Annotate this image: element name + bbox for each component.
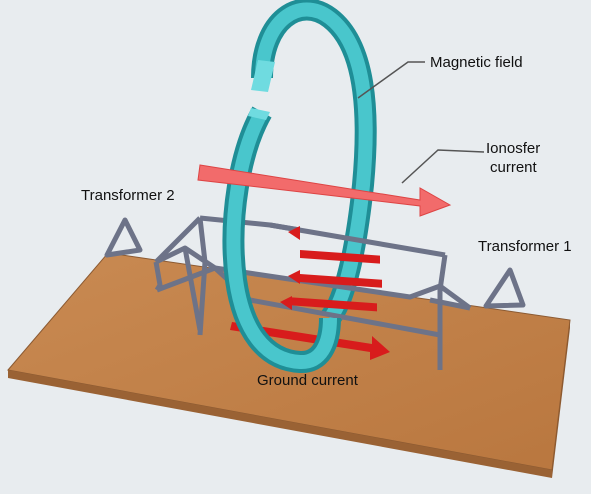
leader-lines xyxy=(357,61,485,184)
transformer-1-icon xyxy=(483,267,526,309)
label-transformer-1: Transformer 1 xyxy=(478,238,572,255)
label-magnetic-field: Magnetic field xyxy=(430,54,523,71)
current-arrow-3 xyxy=(280,296,377,312)
leader-magnetic-field xyxy=(357,61,425,99)
current-arrow-2 xyxy=(288,270,382,288)
ionosphere-current-arrow xyxy=(197,164,452,217)
label-ionosfer-current-line2: current xyxy=(490,159,537,176)
transformer-2-icon xyxy=(104,217,143,258)
label-ionosfer-current-line1: Ionosfer xyxy=(486,140,541,157)
current-arrow-1 xyxy=(288,226,380,264)
conductor-current-arrows xyxy=(280,226,382,312)
ground-current-arrow xyxy=(230,322,390,360)
leader-ionosfer xyxy=(401,149,485,184)
label-ground-current: Ground current xyxy=(257,372,358,389)
magnetic-field-ring-back xyxy=(251,0,377,326)
label-transformer-2: Transformer 2 xyxy=(81,187,175,204)
